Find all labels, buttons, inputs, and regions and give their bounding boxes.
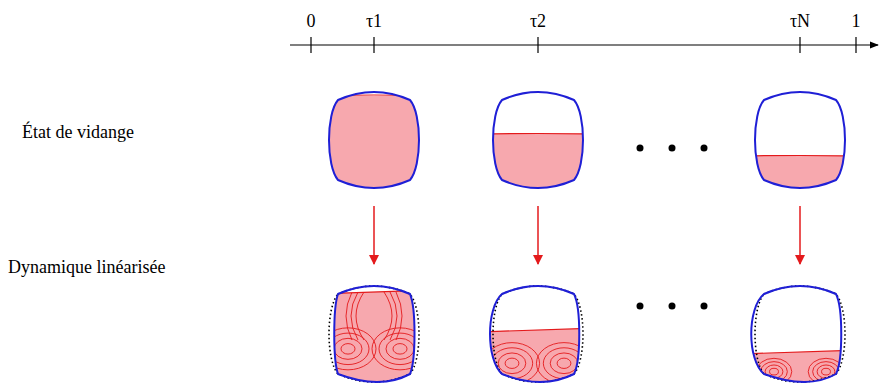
- tank-state: [730, 72, 870, 212]
- reference-outline: [493, 286, 583, 382]
- axis-label: τ1: [366, 12, 382, 32]
- reference-outline: [329, 286, 419, 382]
- down-arrow: [373, 206, 375, 264]
- reference-outline: [755, 286, 845, 382]
- row-label: Dynamique linéarisée: [8, 258, 165, 278]
- time-axis: [290, 44, 878, 45]
- row-label: État de vidange: [22, 123, 134, 143]
- down-arrow: [799, 206, 801, 264]
- axis-tick: [373, 37, 374, 53]
- axis-label: τN: [790, 12, 810, 32]
- ellipsis-dot: [701, 145, 708, 152]
- tank-dynamics: [730, 266, 870, 383]
- axis-tick: [310, 37, 311, 53]
- tank-dynamics: [468, 266, 608, 383]
- ellipsis-dot: [637, 145, 644, 152]
- axis-label: 0: [307, 12, 316, 32]
- down-arrow: [537, 206, 539, 264]
- tank-state: [304, 72, 444, 212]
- axis-tick: [855, 37, 856, 53]
- ellipsis-dot: [701, 303, 708, 310]
- axis-tick: [799, 37, 800, 53]
- axis-label: 1: [852, 12, 861, 32]
- axis-label: τ2: [530, 12, 546, 32]
- tank-dynamics: [304, 266, 444, 383]
- tank-state: [468, 72, 608, 212]
- ellipsis-dot: [669, 303, 676, 310]
- axis-tick: [537, 37, 538, 53]
- ellipsis-dot: [669, 145, 676, 152]
- ellipsis-dot: [637, 303, 644, 310]
